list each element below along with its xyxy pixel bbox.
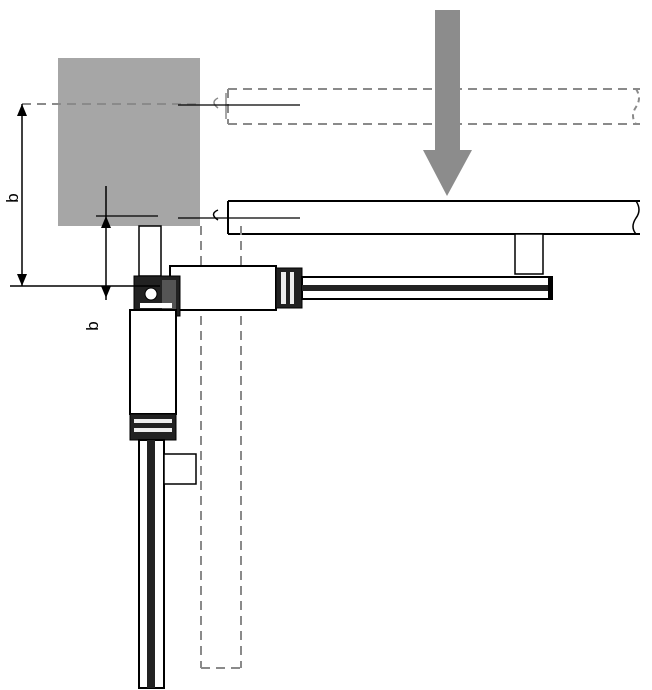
gray-block <box>58 58 200 226</box>
dimension-upper-arrow-bottom <box>17 274 27 286</box>
dashed-vertical-bar <box>200 226 242 669</box>
dimension-upper <box>10 104 160 287</box>
hook-lower <box>212 209 219 221</box>
dimension-label-lower: b <box>83 321 102 330</box>
support-bracket-right <box>514 233 544 275</box>
dimension-upper-arrow-top <box>17 104 27 116</box>
vertical-handle <box>129 309 177 689</box>
dimension-lower-arrow-bottom <box>101 286 111 298</box>
dashed-tube-upper <box>227 88 640 125</box>
upper-post <box>138 225 162 277</box>
horizontal-handle <box>169 265 553 311</box>
main-tube-break <box>632 200 640 235</box>
dimension-lower-arrow-top <box>101 216 111 228</box>
force-arrow <box>423 10 472 196</box>
support-bracket-left <box>163 453 197 485</box>
hook-upper <box>213 93 227 119</box>
dashed-tube-upper-break <box>632 88 640 125</box>
dimension-label-upper: b <box>3 193 22 202</box>
